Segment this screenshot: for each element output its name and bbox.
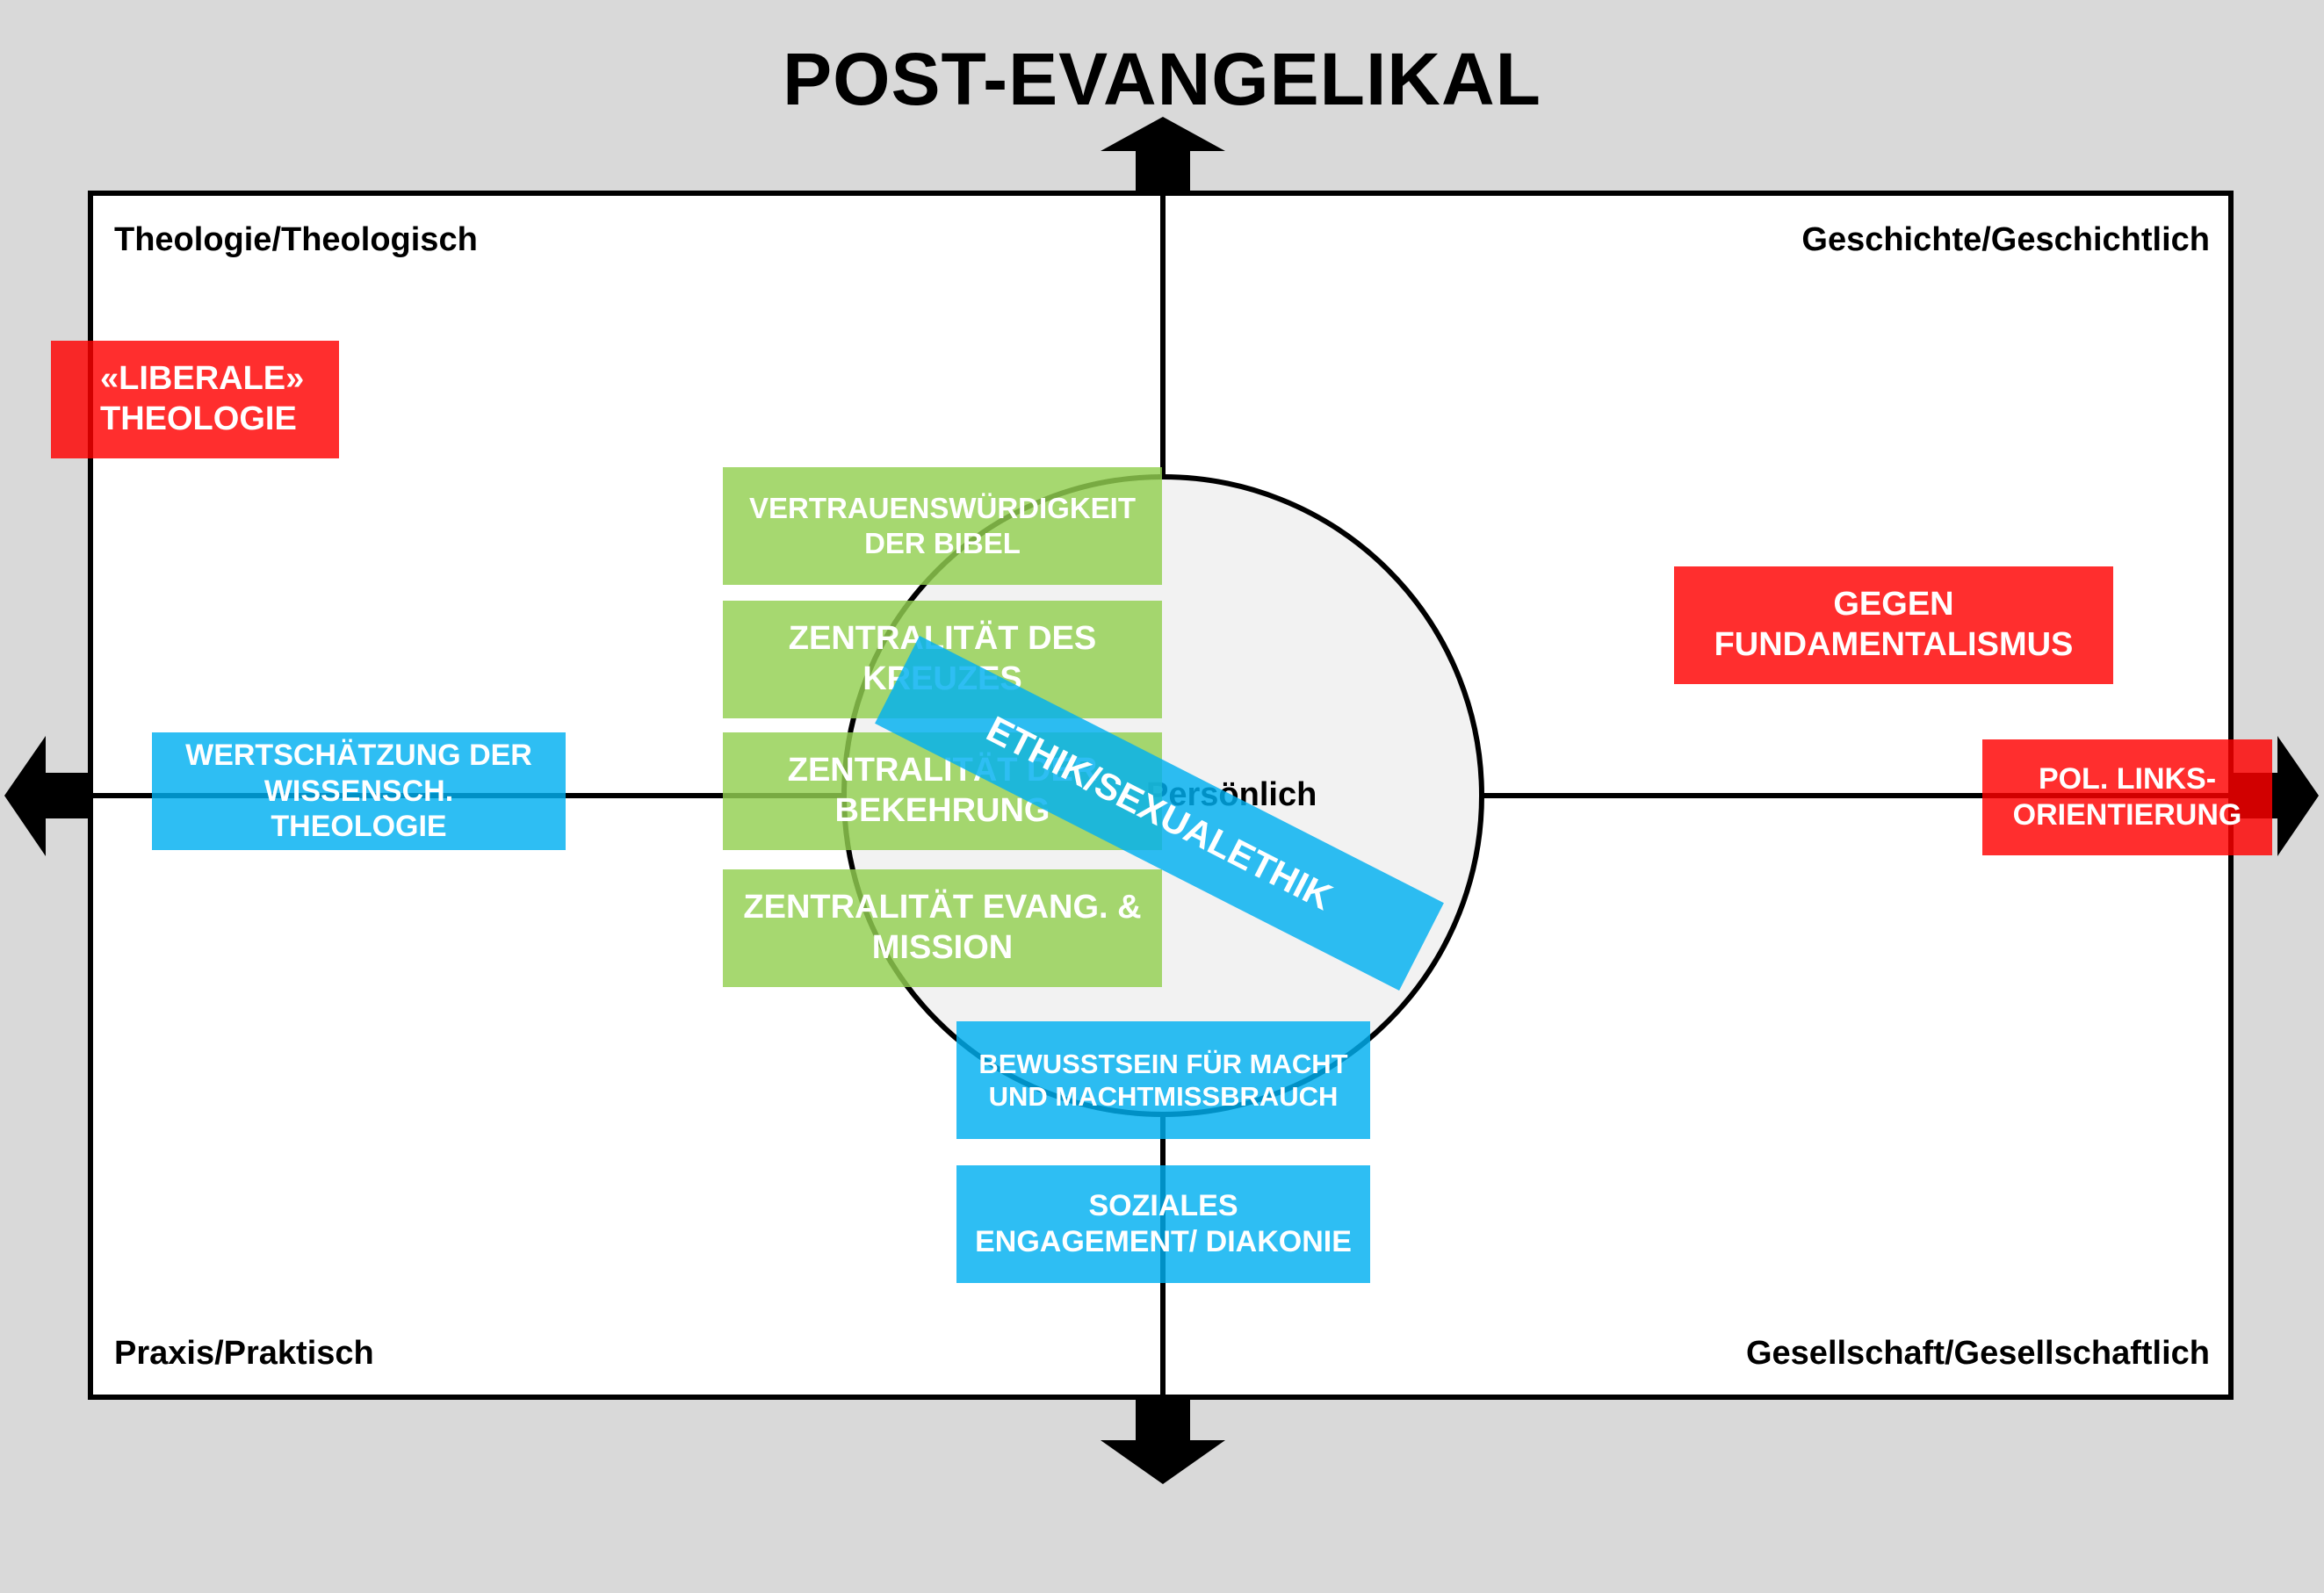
diagram-title: POST-EVANGELIKAL bbox=[783, 38, 1541, 120]
box-soziales-engagement: SOZIALES ENGAGEMENT/ DIAKONIE bbox=[956, 1165, 1370, 1283]
arrow-up-icon bbox=[1101, 117, 1225, 195]
box-pol-links-orientierung: POL. LINKS-ORIENTIERUNG bbox=[1982, 739, 2272, 855]
quadrant-label-top-right: Geschichte/Geschichtlich bbox=[1801, 221, 2210, 258]
box-vertrauenswuerdigkeit-bibel: VERTRAUENSWÜRDIGKEIT DER BIBEL bbox=[723, 467, 1162, 585]
box-liberale-theologie: «LIBERALE» THEOLOGIE bbox=[51, 341, 339, 458]
box-gegen-fundamentalismus: GEGEN FUNDAMENTALISMUS bbox=[1674, 566, 2113, 684]
quadrant-label-bottom-left: Praxis/Praktisch bbox=[114, 1335, 374, 1372]
box-wertschaetzung-theologie: WERTSCHÄTZUNG DER WISSENSCH. THEOLOGIE bbox=[152, 732, 566, 850]
quadrant-label-top-left: Theologie/Theologisch bbox=[114, 221, 478, 258]
box-bewusstsein-macht: BEWUSSTSEIN FÜR MACHT UND MACHTMISSBRAUC… bbox=[956, 1021, 1370, 1139]
box-zentralitaet-mission: ZENTRALITÄT EVANG. & MISSION bbox=[723, 869, 1162, 987]
arrow-down-icon bbox=[1101, 1398, 1225, 1484]
arrow-right-icon bbox=[2234, 736, 2319, 856]
box-zentralitaet-kreuz: ZENTRALITÄT DES KREUZES bbox=[723, 601, 1162, 718]
arrow-left-icon bbox=[4, 736, 90, 856]
quadrant-label-bottom-right: Gesellschaft/Gesellschaftlich bbox=[1745, 1335, 2210, 1372]
